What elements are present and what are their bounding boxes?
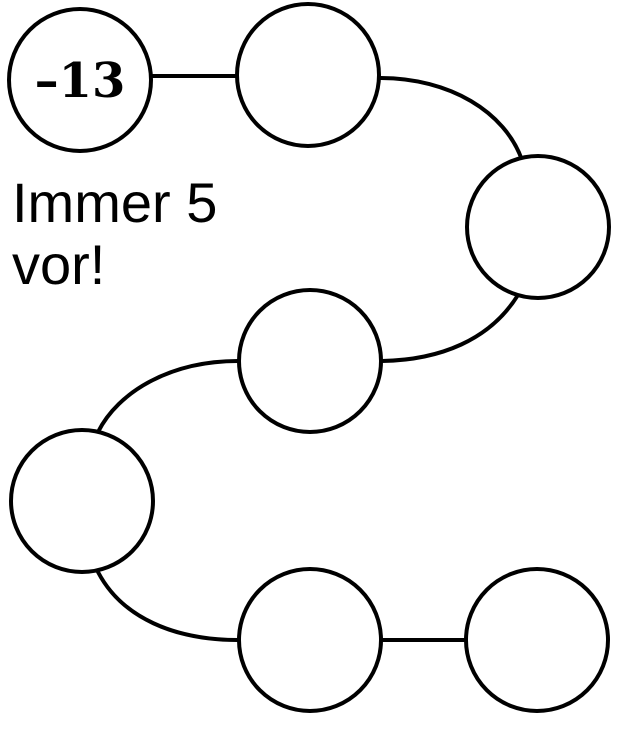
node-circle (237, 567, 383, 713)
instruction-text: Immer 5 vor! (12, 172, 217, 296)
chain-node-7 (464, 567, 610, 713)
chain-node-3 (465, 154, 611, 300)
node-circle (237, 288, 383, 434)
connector-5-6 (96, 570, 240, 642)
node-value: –13 (35, 53, 126, 109)
node-circle (9, 428, 155, 574)
chain-node-5 (9, 428, 155, 574)
node-circle (235, 2, 381, 148)
chain-node-4 (237, 288, 383, 434)
connector-2-3 (378, 76, 524, 162)
chain-node-1: –13 (7, 7, 153, 153)
chain-node-2 (235, 2, 381, 148)
node-circle (7, 7, 153, 153)
instruction-line-1: Immer 5 (12, 171, 218, 234)
connector-4-5 (96, 359, 240, 434)
instruction-line-2: vor! (12, 233, 106, 296)
node-circle (464, 567, 610, 713)
chain-node-6 (237, 567, 383, 713)
node-circle (465, 154, 611, 300)
connector-3-4 (380, 293, 520, 363)
